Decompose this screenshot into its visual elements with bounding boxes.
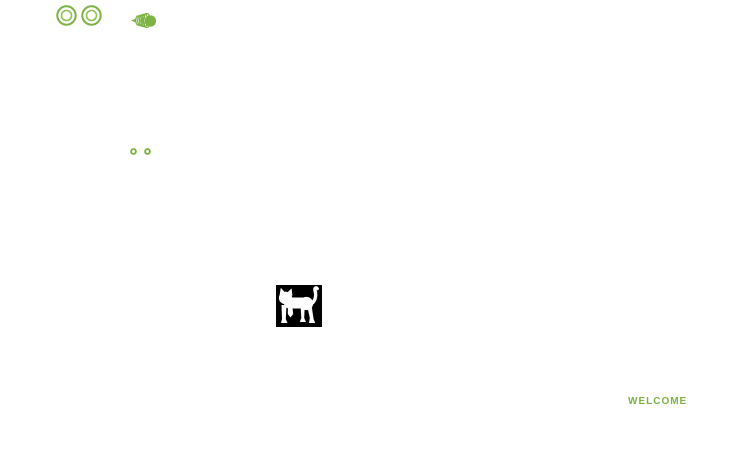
spring-coil-icon: [131, 11, 157, 30]
cat-logo: [276, 285, 322, 327]
ring-dot-icon: [130, 148, 137, 155]
ring-dot-icon: [144, 148, 151, 155]
welcome-text: WELCOME: [628, 396, 688, 407]
double-ring-icon: [56, 5, 77, 26]
double-ring-icon: [81, 5, 102, 26]
